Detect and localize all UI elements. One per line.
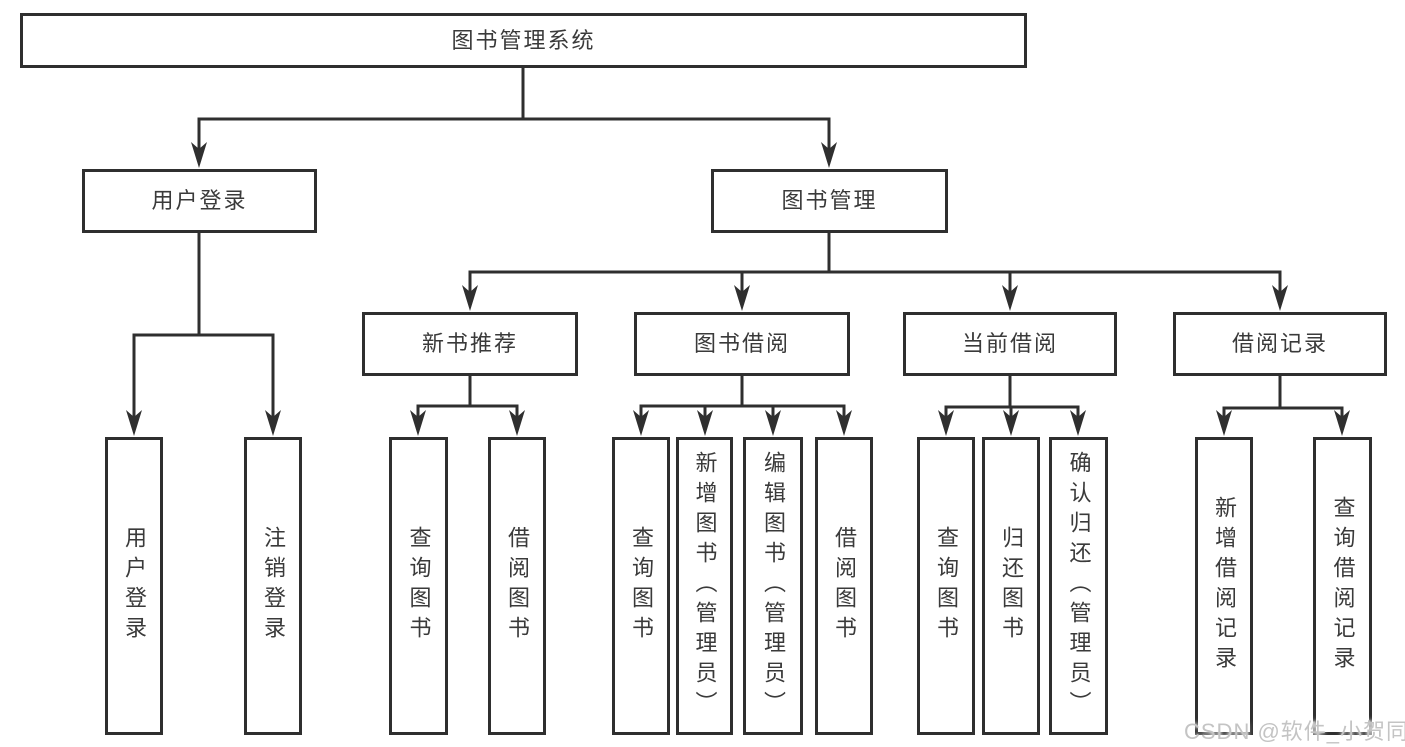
leaf-add-borrow-record: 新增借阅记录: [1195, 437, 1253, 735]
leaf-return-books: 归还图书: [982, 437, 1040, 735]
node-new-book-recommendation: 新书推荐: [362, 312, 578, 376]
node-user-login-branch: 用户登录: [82, 169, 317, 233]
node-book-borrowing: 图书借阅: [634, 312, 850, 376]
leaf-add-books-admin: 新增图书（管理员）: [676, 437, 733, 735]
node-root-system: 图书管理系统: [20, 13, 1027, 68]
leaf-query-books-current: 查询图书: [917, 437, 975, 735]
leaf-logout-login: 注销登录: [244, 437, 302, 735]
leaf-edit-books-admin: 编辑图书（管理员）: [743, 437, 803, 735]
leaf-query-books-borrowing: 查询图书: [612, 437, 670, 735]
leaf-borrow-books-recommend: 借阅图书: [488, 437, 546, 735]
leaf-confirm-return-admin: 确认归还（管理员）: [1049, 437, 1108, 735]
node-current-borrowing: 当前借阅: [903, 312, 1117, 376]
node-book-management-branch: 图书管理: [711, 169, 948, 233]
leaf-user-login: 用户登录: [105, 437, 163, 735]
csdn-watermark: CSDN @软件_小贺同学: [1184, 719, 1405, 744]
leaf-query-borrow-record: 查询借阅记录: [1313, 437, 1372, 735]
node-borrowing-records: 借阅记录: [1173, 312, 1387, 376]
leaf-borrow-books-borrowing: 借阅图书: [815, 437, 873, 735]
leaf-query-books-recommend: 查询图书: [389, 437, 448, 735]
